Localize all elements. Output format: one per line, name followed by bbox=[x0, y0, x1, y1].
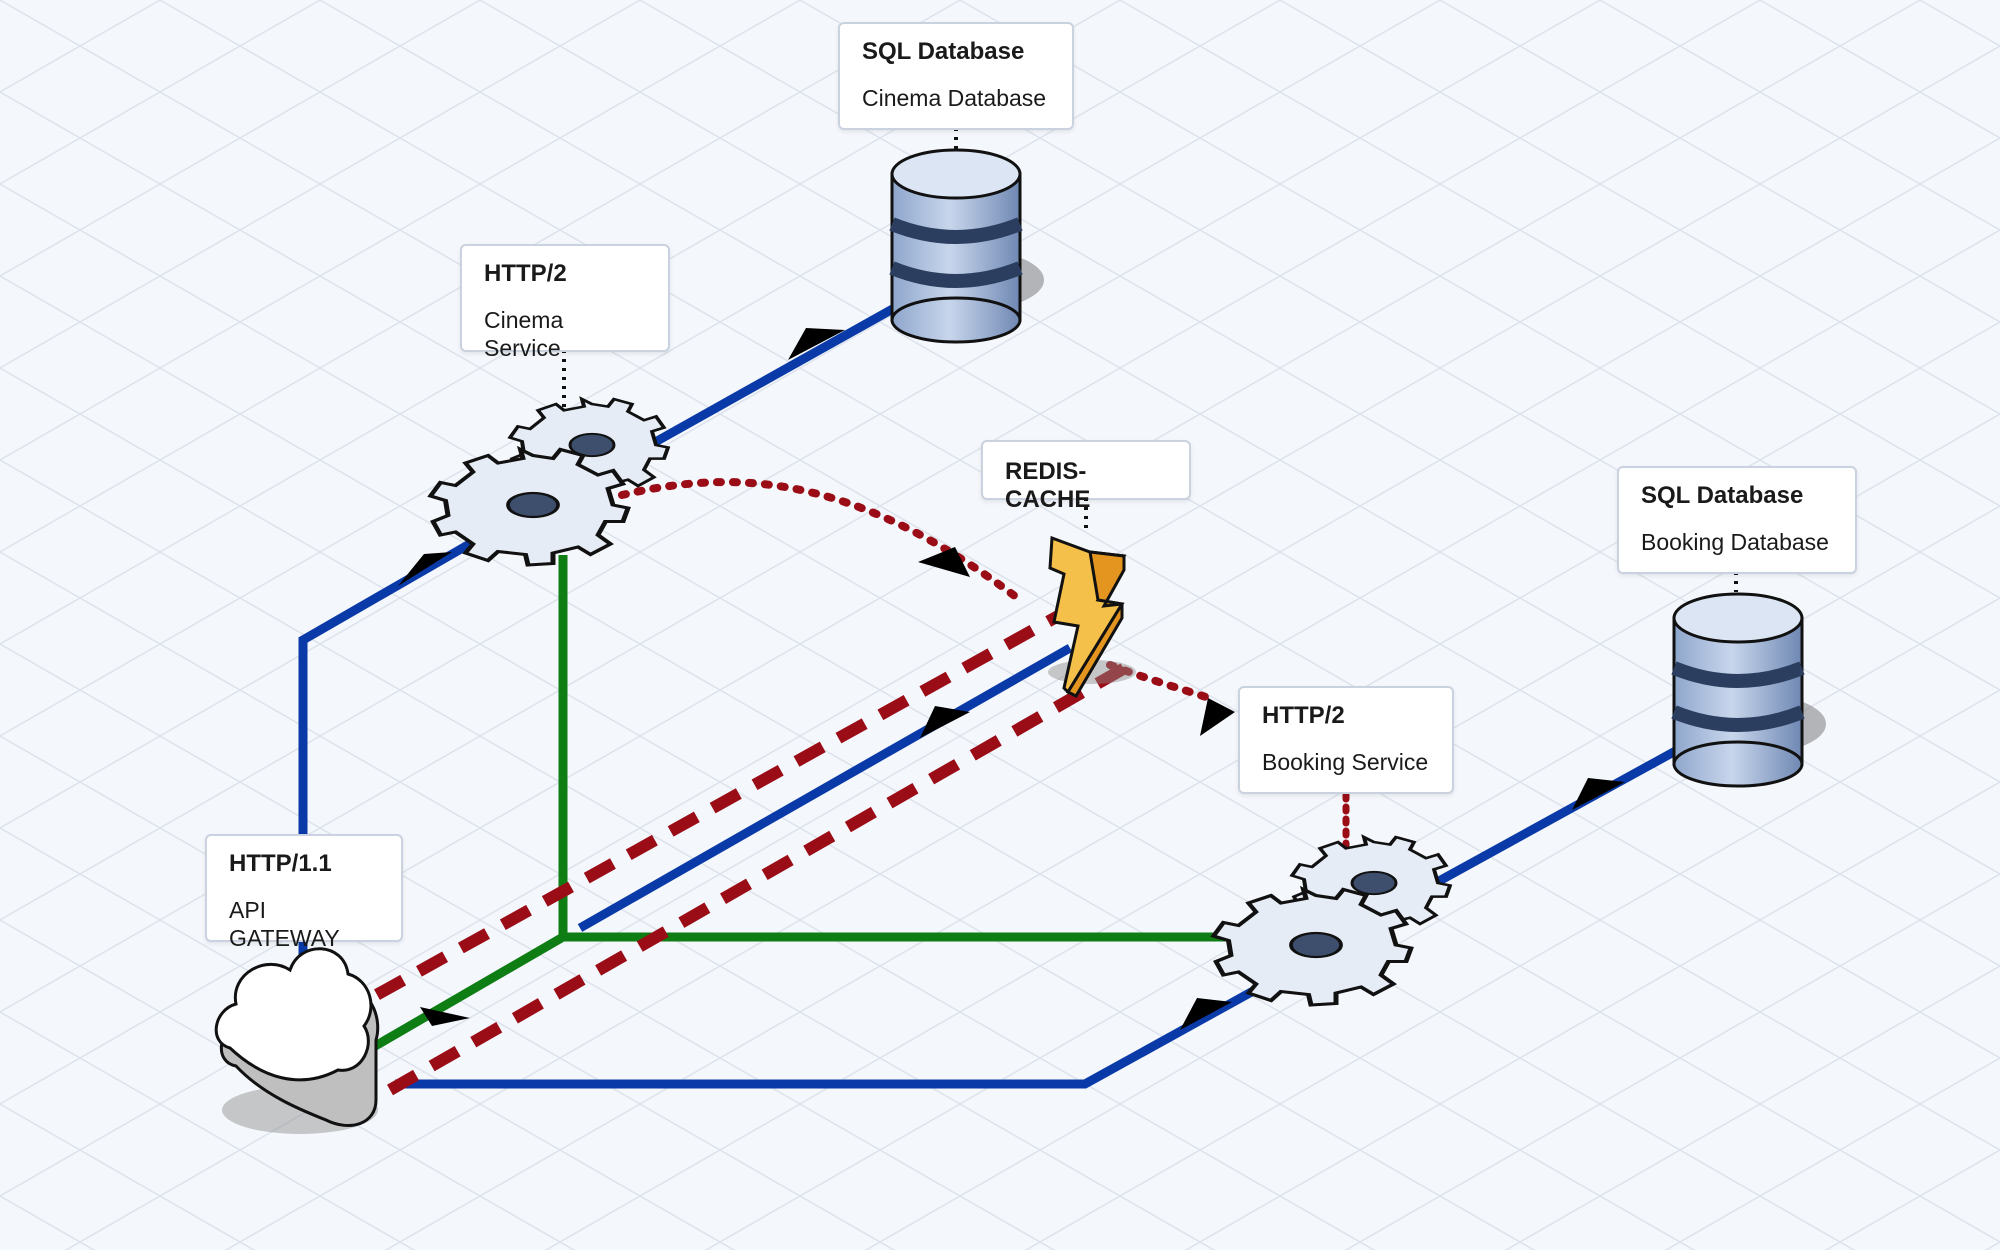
arrowhead-to-booking-service-dotted bbox=[1200, 698, 1235, 736]
node-title: REDIS-CACHE bbox=[1005, 458, 1091, 513]
arrowhead-to-gateway-green bbox=[420, 1007, 470, 1026]
node-title: SQL Database bbox=[862, 38, 1025, 65]
cinema-database-label[interactable]: SQL Database Cinema Database bbox=[838, 22, 1074, 130]
arrowhead-to-booking-service-blue bbox=[1180, 998, 1232, 1030]
api-gateway-label[interactable]: HTTP/1.1 API GATEWAY bbox=[205, 834, 403, 951]
booking-service-to-booking-db-line bbox=[1427, 739, 1693, 890]
node-subtitle: Cinema Database bbox=[862, 85, 1047, 111]
booking-service-label[interactable]: HTTP/2 Booking Service bbox=[1238, 686, 1454, 794]
node-title: HTTP/2 bbox=[1262, 702, 1345, 729]
node-subtitle: Cinema Service bbox=[484, 307, 564, 361]
arrowhead-to-cinema-service bbox=[398, 552, 452, 586]
cinema-service-to-cache-dotted bbox=[618, 478, 1024, 604]
node-subtitle: Booking Service bbox=[1262, 749, 1429, 775]
cinema-service-to-cinema-db-line bbox=[647, 298, 908, 449]
node-title: HTTP/2 bbox=[484, 260, 567, 287]
node-subtitle: Booking Database bbox=[1641, 529, 1829, 555]
gears-icon[interactable] bbox=[1210, 834, 1453, 1007]
arrowhead-to-cinema-db bbox=[788, 328, 845, 360]
arrowhead-to-cache-dotted bbox=[918, 547, 970, 577]
arrowhead-to-booking-db bbox=[1572, 778, 1625, 810]
gateway-to-cache-line bbox=[577, 644, 1073, 932]
lightning-icon[interactable] bbox=[1048, 535, 1136, 698]
node-subtitle: API GATEWAY bbox=[229, 897, 340, 951]
redis-cache-label[interactable]: REDIS-CACHE bbox=[981, 440, 1191, 513]
red-dotted-connections bbox=[618, 478, 1219, 704]
cache-to-booking-service-dotted bbox=[1106, 661, 1219, 704]
cloud-icon[interactable] bbox=[214, 947, 380, 1134]
label-leaders bbox=[301, 128, 1738, 968]
gears-icon[interactable] bbox=[427, 396, 671, 567]
red-dashed-connections bbox=[332, 609, 1133, 1096]
node-title: HTTP/1.1 bbox=[229, 850, 332, 877]
database-icon[interactable] bbox=[1671, 592, 1826, 788]
cinema-service-label[interactable]: HTTP/2 Cinema Service bbox=[460, 244, 670, 361]
arrowhead-to-cache-blue bbox=[920, 706, 970, 738]
booking-database-label[interactable]: SQL Database Booking Database bbox=[1617, 466, 1857, 574]
arrowheads bbox=[398, 328, 1625, 1030]
gateway-to-cache-dashed-upper bbox=[332, 609, 1063, 1024]
gateway-to-booking-service-line bbox=[395, 986, 1258, 1089]
node-title: SQL Database bbox=[1641, 482, 1804, 509]
database-icon[interactable] bbox=[889, 148, 1044, 344]
